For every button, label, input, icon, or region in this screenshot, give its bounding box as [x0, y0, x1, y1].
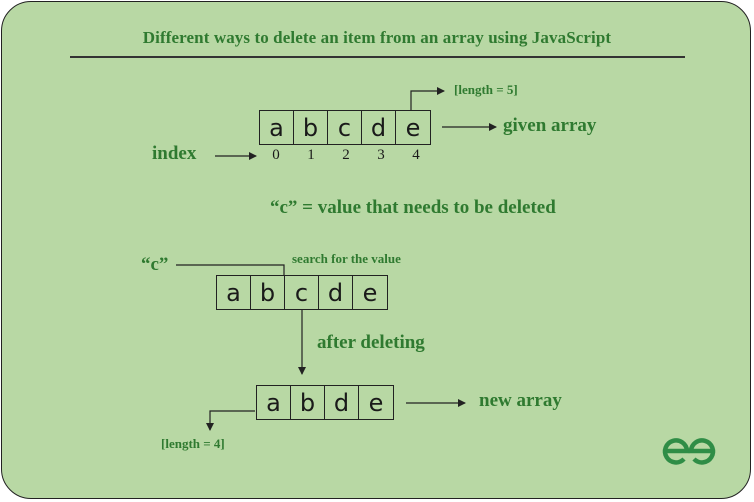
- index-number: 1: [307, 147, 315, 163]
- given-array-cell: d: [362, 111, 396, 144]
- new-array-cell: d: [325, 386, 359, 419]
- search-array-cell: a: [217, 276, 251, 309]
- index-label: index: [152, 143, 197, 164]
- search-caption: search for the value: [292, 251, 401, 266]
- given-array-cell: a: [260, 111, 294, 144]
- value-statement: “c” = value that needs to be deleted: [270, 197, 556, 218]
- new-array-label: new array: [479, 390, 562, 411]
- search-array-cell: b: [251, 276, 285, 309]
- title-underline: [70, 56, 685, 58]
- given-array-cell: c: [328, 111, 362, 144]
- search-array-cell: d: [319, 276, 353, 309]
- new-array-cell: e: [368, 388, 384, 417]
- length-5-label: [length = 5]: [454, 82, 518, 97]
- length-4-pointer-arrow: [206, 410, 255, 431]
- search-value-label: “c”: [141, 254, 169, 275]
- geeksforgeeks-logo-icon: [662, 438, 716, 465]
- search-connector-line: [176, 264, 285, 275]
- given-array-cell: b: [294, 111, 328, 144]
- given-array-cell: e: [405, 113, 421, 142]
- index-number: 4: [412, 147, 420, 163]
- new-array-cell: b: [291, 386, 325, 419]
- new-array-cell: a: [257, 386, 291, 419]
- index-number: 0: [272, 147, 280, 163]
- given-array: a b c d e: [259, 110, 431, 145]
- index-number: 3: [377, 147, 385, 163]
- after-deleting-label: after deleting: [317, 332, 425, 353]
- search-array: a b c d e: [216, 275, 388, 310]
- length-4-label: [length = 4]: [161, 436, 225, 451]
- diagram-title: Different ways to delete an item from an…: [142, 28, 612, 47]
- length-5-pointer-arrow: [410, 87, 445, 110]
- given-array-label: given array: [503, 115, 597, 136]
- search-array-cell: e: [362, 278, 378, 307]
- index-number: 2: [342, 147, 350, 163]
- new-array: a b d e: [256, 385, 394, 420]
- search-array-cell: c: [285, 276, 319, 309]
